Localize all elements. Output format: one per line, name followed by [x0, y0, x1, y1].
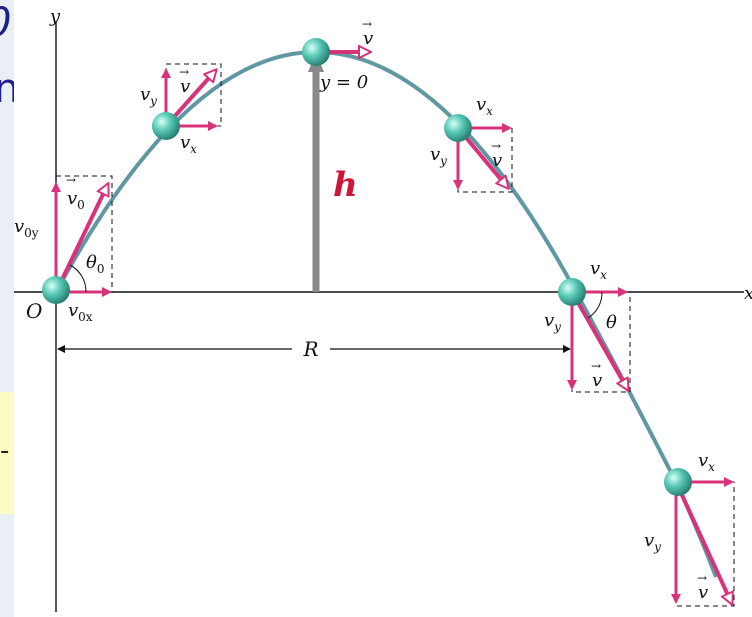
theta0-label: θ0 — [86, 252, 104, 276]
origin-label: O — [26, 299, 42, 323]
v0x-label: v0x — [68, 300, 93, 324]
ball-origin — [42, 276, 70, 304]
vx-label-descending: vx — [476, 94, 493, 118]
v0-vector-arrow: → — [66, 173, 76, 187]
axis-x-label: x — [744, 283, 752, 304]
v-arrow-below — [674, 481, 732, 604]
slide-note-text: - — [0, 436, 10, 466]
ball-top-group: v → y = 0 — [302, 17, 373, 93]
vx-label-rising: vx — [180, 132, 197, 156]
slide-text-top: 0 — [0, 0, 11, 46]
projectile-figure: y x O R h v0y v0 → θ0 v0x vy v → vx — [14, 0, 752, 617]
v-label-landing: v — [592, 370, 602, 391]
ball-top — [302, 38, 330, 66]
v0-arrow — [54, 184, 110, 293]
range-label: R — [302, 337, 318, 361]
v-label-rising: v — [180, 76, 190, 97]
ball-below-group: vx vy v → — [644, 450, 735, 606]
v-arrow-landing — [570, 291, 630, 390]
ball-rising — [152, 112, 180, 140]
vy-label-rising: vy — [140, 84, 157, 108]
vy-label-landing: vy — [544, 310, 561, 334]
v-label-below: v — [698, 582, 708, 603]
theta-arc — [587, 291, 603, 319]
v-label-top: v — [363, 28, 373, 49]
ball-origin-group: v0y v0 → θ0 v0x — [14, 173, 113, 324]
height-label: h — [333, 165, 358, 205]
vx-label-landing: vx — [590, 258, 607, 282]
axis-y-label: y — [49, 6, 61, 27]
v-vector-arrow-landing: → — [591, 359, 601, 373]
v0y-label: v0y — [14, 216, 39, 240]
v-label-descending: v — [492, 150, 502, 171]
ball-landing-group: vx vy θ v → — [544, 258, 631, 392]
vy-label-below: vy — [644, 530, 661, 554]
v0-label: v0 — [67, 188, 85, 212]
theta0-arc — [69, 264, 87, 293]
v-vector-arrow-rising: → — [179, 65, 189, 79]
projectile-diagram: y x O R h v0y v0 → θ0 v0x vy v → vx — [14, 6, 752, 612]
v-vector-arrow-below: → — [697, 571, 707, 585]
vy-label-descending: vy — [430, 144, 447, 168]
ball-landing — [558, 278, 586, 306]
vy-zero-label: y = 0 — [319, 72, 368, 93]
ball-descending — [444, 114, 472, 142]
ball-descending-group: vx vy v → — [430, 94, 513, 193]
theta-label: θ — [606, 312, 617, 333]
ball-rising-group: vy v → vx — [140, 63, 222, 156]
vx-label-below: vx — [698, 450, 715, 474]
v-vector-arrow-top: → — [362, 17, 372, 31]
v-vector-arrow-descending: → — [491, 139, 501, 153]
ball-below — [664, 468, 692, 496]
